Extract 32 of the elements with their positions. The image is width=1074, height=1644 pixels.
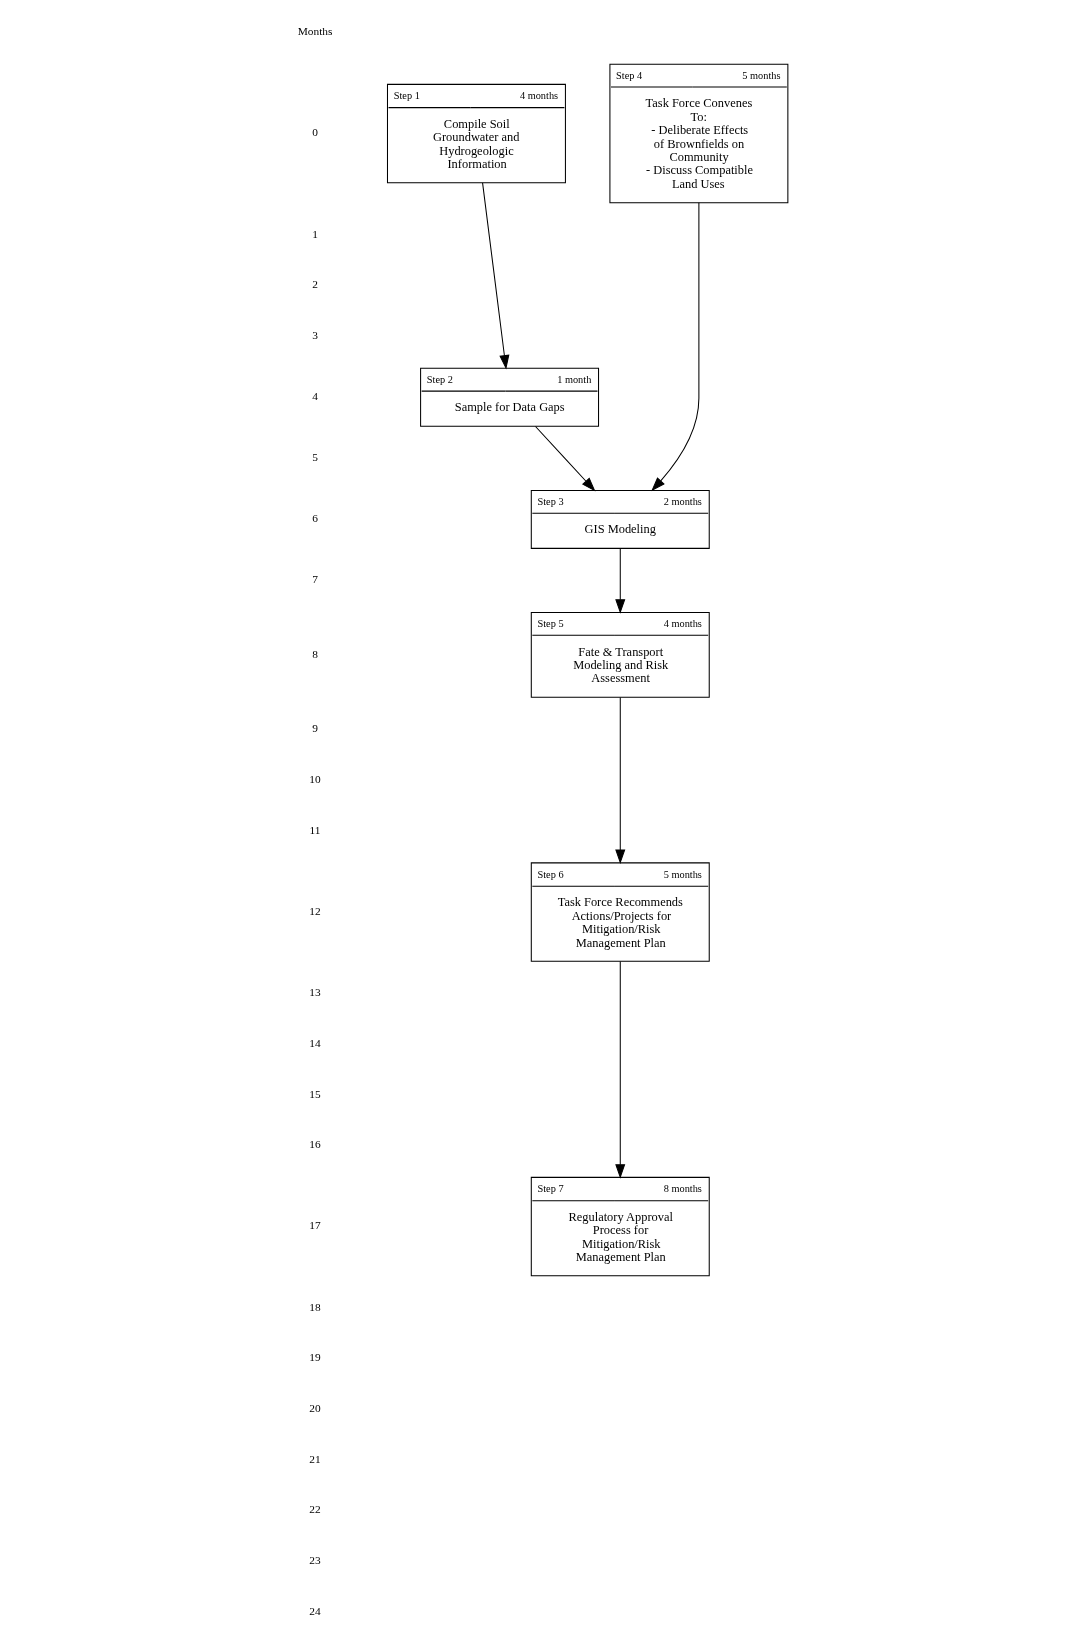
- label: 9: [311, 722, 318, 735]
- arrow: [614, 696, 625, 865]
- label: 20: [308, 1402, 321, 1415]
- label: 6: [311, 512, 318, 525]
- label: 21: [308, 1452, 321, 1465]
- label: 17: [308, 1219, 321, 1232]
- arrow: [614, 547, 625, 614]
- label: 15: [308, 1087, 321, 1100]
- label: 14: [308, 1036, 321, 1049]
- label: 1: [311, 227, 318, 240]
- label: 4: [311, 390, 318, 403]
- label: 19: [308, 1351, 321, 1364]
- label: 8: [311, 647, 318, 660]
- arrow: [614, 960, 625, 1179]
- label: 0: [311, 126, 318, 139]
- label: 13: [308, 986, 321, 999]
- arrow: [481, 182, 509, 370]
- label: 18: [308, 1300, 321, 1313]
- label: 23: [308, 1554, 321, 1567]
- label: 7: [311, 573, 318, 586]
- arrow: [534, 425, 596, 492]
- label: 22: [308, 1503, 321, 1516]
- label: 12: [308, 904, 321, 917]
- arrow: [650, 202, 699, 492]
- label: 16: [308, 1138, 321, 1151]
- label: 11: [309, 823, 321, 836]
- label: 3: [311, 329, 318, 342]
- label: 2: [311, 278, 318, 291]
- label: 5: [311, 451, 318, 464]
- label: Months: [297, 25, 332, 38]
- label: 10: [308, 773, 321, 785]
- label: 24: [308, 1604, 321, 1617]
